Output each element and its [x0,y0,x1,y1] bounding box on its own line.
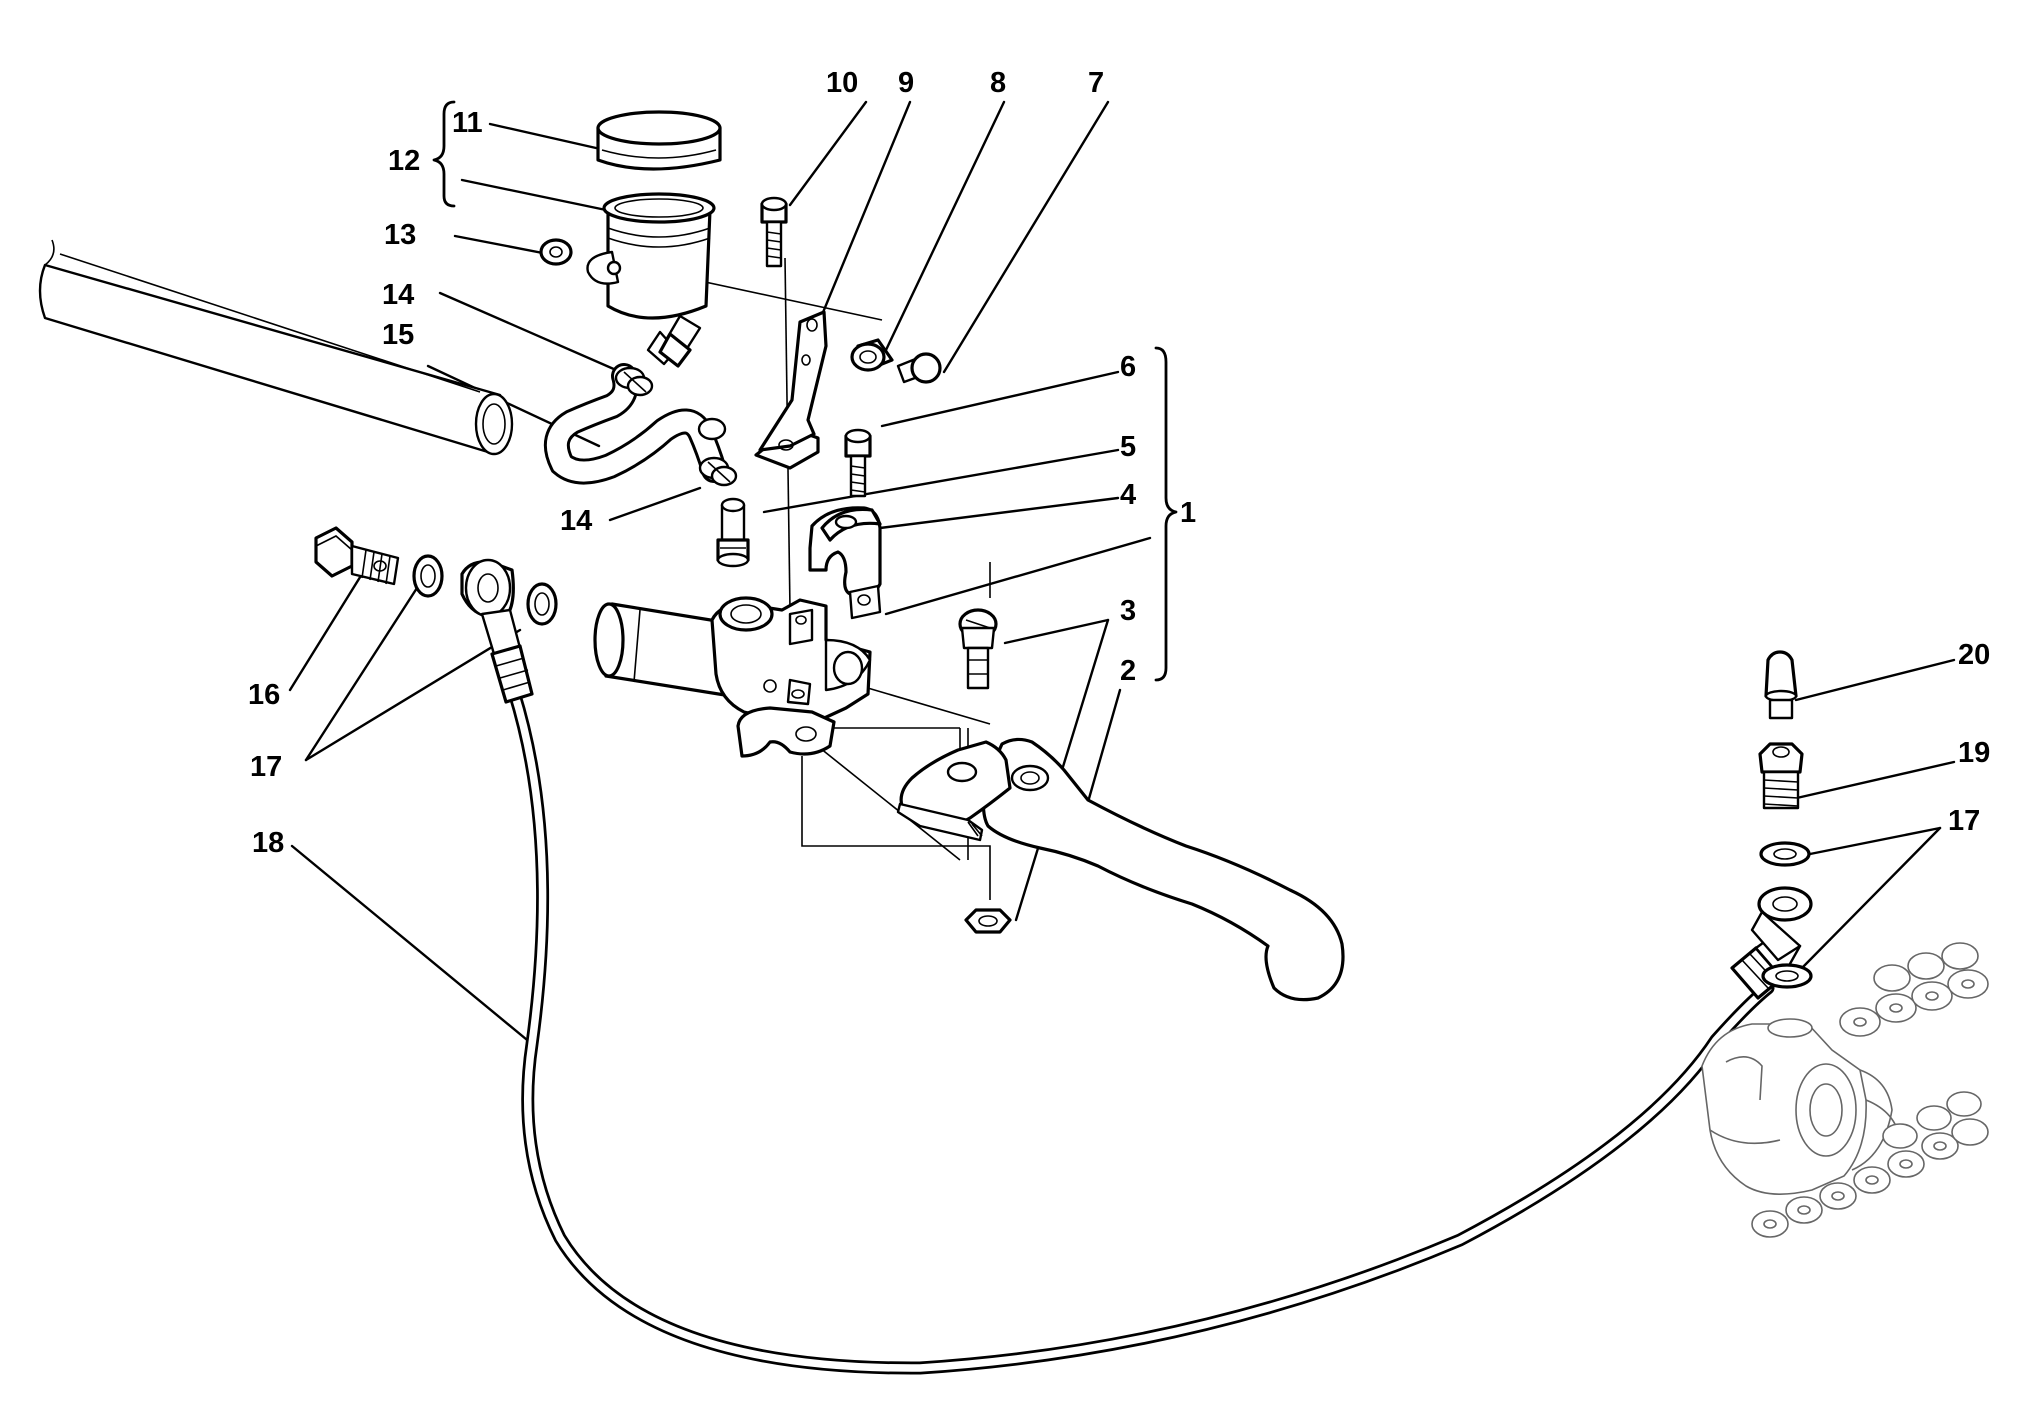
callout-12: 12 [388,145,420,177]
callout-13: 13 [384,219,416,251]
banjo-fitting-left [460,558,522,656]
callout-11: 11 [452,107,483,139]
brace-group-1 [1154,346,1178,682]
clutch-lever [896,737,1345,1002]
callout-6: 6 [1120,351,1136,383]
bleed-cap [1764,650,1798,720]
callout-5: 5 [1120,431,1136,463]
banjo-fitting-right [1750,886,1813,962]
mount-bracket [754,310,828,470]
slave-cylinder-ghost [1701,1018,1901,1195]
callout-18: 18 [252,827,284,859]
clamp-screw [844,428,872,498]
handlebar-clamp [808,506,882,620]
hose-fitting-upper [646,330,692,368]
clutch-hose [490,644,1802,1375]
callout-9: 9 [898,67,914,99]
callout-4: 4 [1120,479,1136,511]
callout-7: 7 [1088,67,1104,99]
chain-lower [1751,1091,1989,1238]
bracket-screw-top [760,196,788,268]
callout-19: 19 [1958,737,1990,769]
master-cylinder-body [593,596,872,727]
brace-group-12 [432,100,456,208]
reservoir-grommet [539,238,573,266]
handlebar [38,239,514,456]
reservoir-cap [596,110,722,171]
hose-nipple-lower [716,497,750,568]
drive-chain-ghost [1751,942,1989,1238]
sealing-washer-left-b [526,582,558,626]
callout-1: 1 [1180,497,1196,529]
sealing-washer-right-b [1761,963,1813,989]
callout-17-right: 17 [1948,805,1980,837]
lower-clamp-part [736,706,836,758]
callout-16: 16 [248,679,280,711]
callout-3: 3 [1120,595,1136,627]
lever-pivot-nut [964,908,1012,934]
hose-clamp-upper [614,366,654,397]
reservoir-body [586,192,716,352]
bleed-valve [1758,742,1804,810]
callout-2: 2 [1120,655,1136,687]
callout-20: 20 [1958,639,1990,671]
callout-10: 10 [826,67,858,99]
callout-8: 8 [990,67,1006,99]
sealing-washer-right-a [1759,841,1811,867]
callout-14-lower: 14 [560,505,592,537]
callout-14-upper: 14 [382,279,414,311]
callout-labels: 1 2 3 4 5 6 7 8 9 10 11 12 13 14 14 15 1… [248,67,1990,859]
bracket-screw-side [896,352,942,384]
hose-clamp-lower [698,456,738,487]
callout-17-left: 17 [250,751,282,783]
leader-lines [288,100,1956,1046]
banjo-bolt [314,526,400,586]
reservoir-hose [543,363,727,485]
sealing-washer-left-a [412,554,444,598]
lever-pivot-bolt [958,608,998,690]
callout-15: 15 [382,319,414,351]
chain-upper [1839,942,1989,1037]
bracket-spacer [850,338,894,372]
